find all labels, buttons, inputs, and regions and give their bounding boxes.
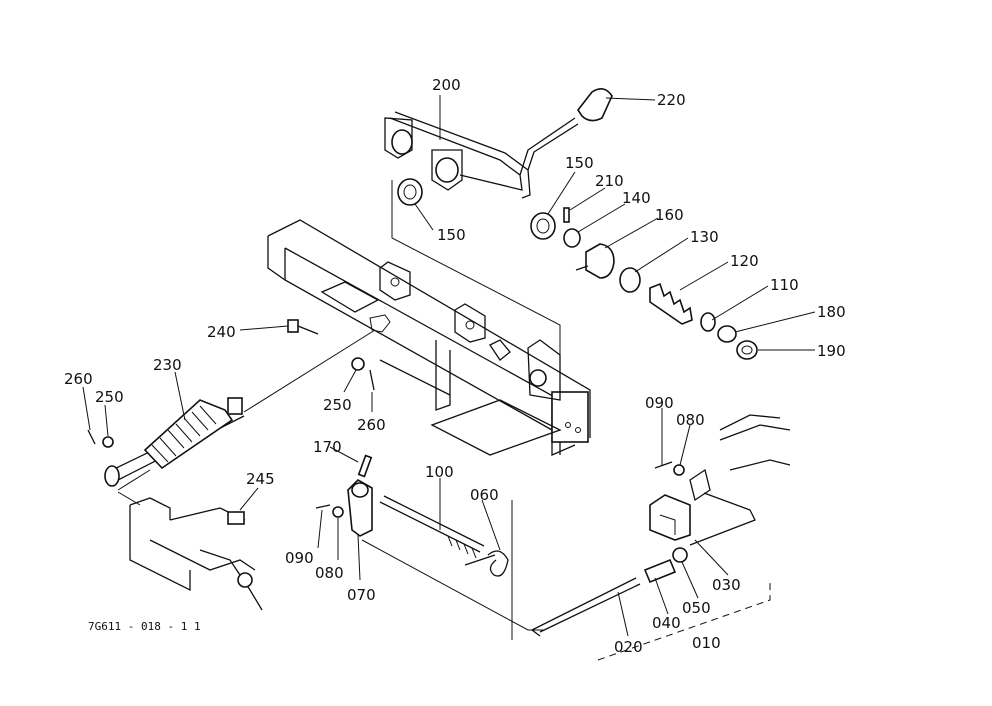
washer-250-mid (351, 357, 365, 371)
cone-160 (575, 243, 615, 279)
knob-220 (577, 88, 613, 122)
label-090-center: 090 (285, 549, 314, 567)
label-120: 120 (730, 252, 759, 270)
label-160: 160 (655, 206, 684, 224)
label-170: 170 (313, 438, 342, 456)
label-210: 210 (595, 172, 624, 190)
pin-170 (357, 454, 373, 478)
washer-150 (397, 178, 556, 240)
label-080-right: 080 (676, 411, 705, 429)
bolt-240 (287, 319, 319, 335)
nut-180 (717, 325, 737, 343)
label-090-right: 090 (645, 394, 674, 412)
rod-100 (379, 495, 485, 559)
label-190: 190 (817, 342, 846, 360)
label-040: 040 (652, 614, 681, 632)
label-050: 050 (682, 599, 711, 617)
washer-250 (102, 436, 114, 448)
leader-spring-frame (243, 329, 376, 413)
label-130: 130 (690, 228, 719, 246)
label-100: 100 (425, 463, 454, 481)
label-060: 060 (470, 486, 499, 504)
lever-200 (384, 111, 579, 199)
label-180: 180 (817, 303, 846, 321)
label-230: 230 (153, 356, 182, 374)
collar-130 (619, 267, 641, 293)
lever-070 (347, 479, 373, 537)
label-070: 070 (347, 586, 376, 604)
label-260-mid: 260 (357, 416, 386, 434)
label-250-left: 250 (95, 388, 124, 406)
label-010: 010 (692, 634, 721, 652)
washer-080 (332, 506, 344, 518)
label-080-center: 080 (315, 564, 344, 582)
joint-050 (672, 547, 688, 563)
main-frame (267, 219, 591, 456)
leader-lines (82, 95, 816, 637)
label-220: 220 (657, 91, 686, 109)
pin-210 (563, 207, 570, 223)
label-260-left: 260 (64, 370, 93, 388)
label-250-mid: 250 (323, 396, 352, 414)
drawing-code: 7G611 - 018 - 1 1 (88, 620, 201, 633)
label-200: 200 (432, 76, 461, 94)
leader-center (361, 500, 545, 640)
bracket-245 (129, 497, 263, 611)
leader-lower-left (117, 469, 151, 506)
turnbuckle-040 (643, 558, 677, 584)
pin-090 (315, 504, 331, 509)
rod-030 (689, 492, 756, 546)
spring-120 (649, 282, 693, 325)
washer-080-right (673, 464, 685, 476)
leader-frame (369, 314, 391, 333)
assembly-boundary-010 (597, 582, 771, 661)
pin-260 (87, 429, 96, 445)
label-140: 140 (622, 189, 651, 207)
label-245: 245 (246, 470, 275, 488)
spring-060 (464, 550, 509, 577)
label-110: 110 (770, 276, 799, 294)
label-240: 240 (207, 323, 236, 341)
label-150-right: 150 (565, 154, 594, 172)
label-020: 020 (614, 638, 643, 656)
label-030: 030 (712, 576, 741, 594)
washer-110 (700, 312, 716, 332)
pin-090-right (654, 461, 673, 469)
rod-020 (530, 577, 641, 637)
collar-140 (563, 228, 581, 248)
nut-190 (736, 340, 758, 360)
label-150-left: 150 (437, 226, 466, 244)
pin-260-mid (369, 369, 375, 391)
bracket-right (649, 414, 791, 541)
spring-230 (104, 397, 245, 487)
